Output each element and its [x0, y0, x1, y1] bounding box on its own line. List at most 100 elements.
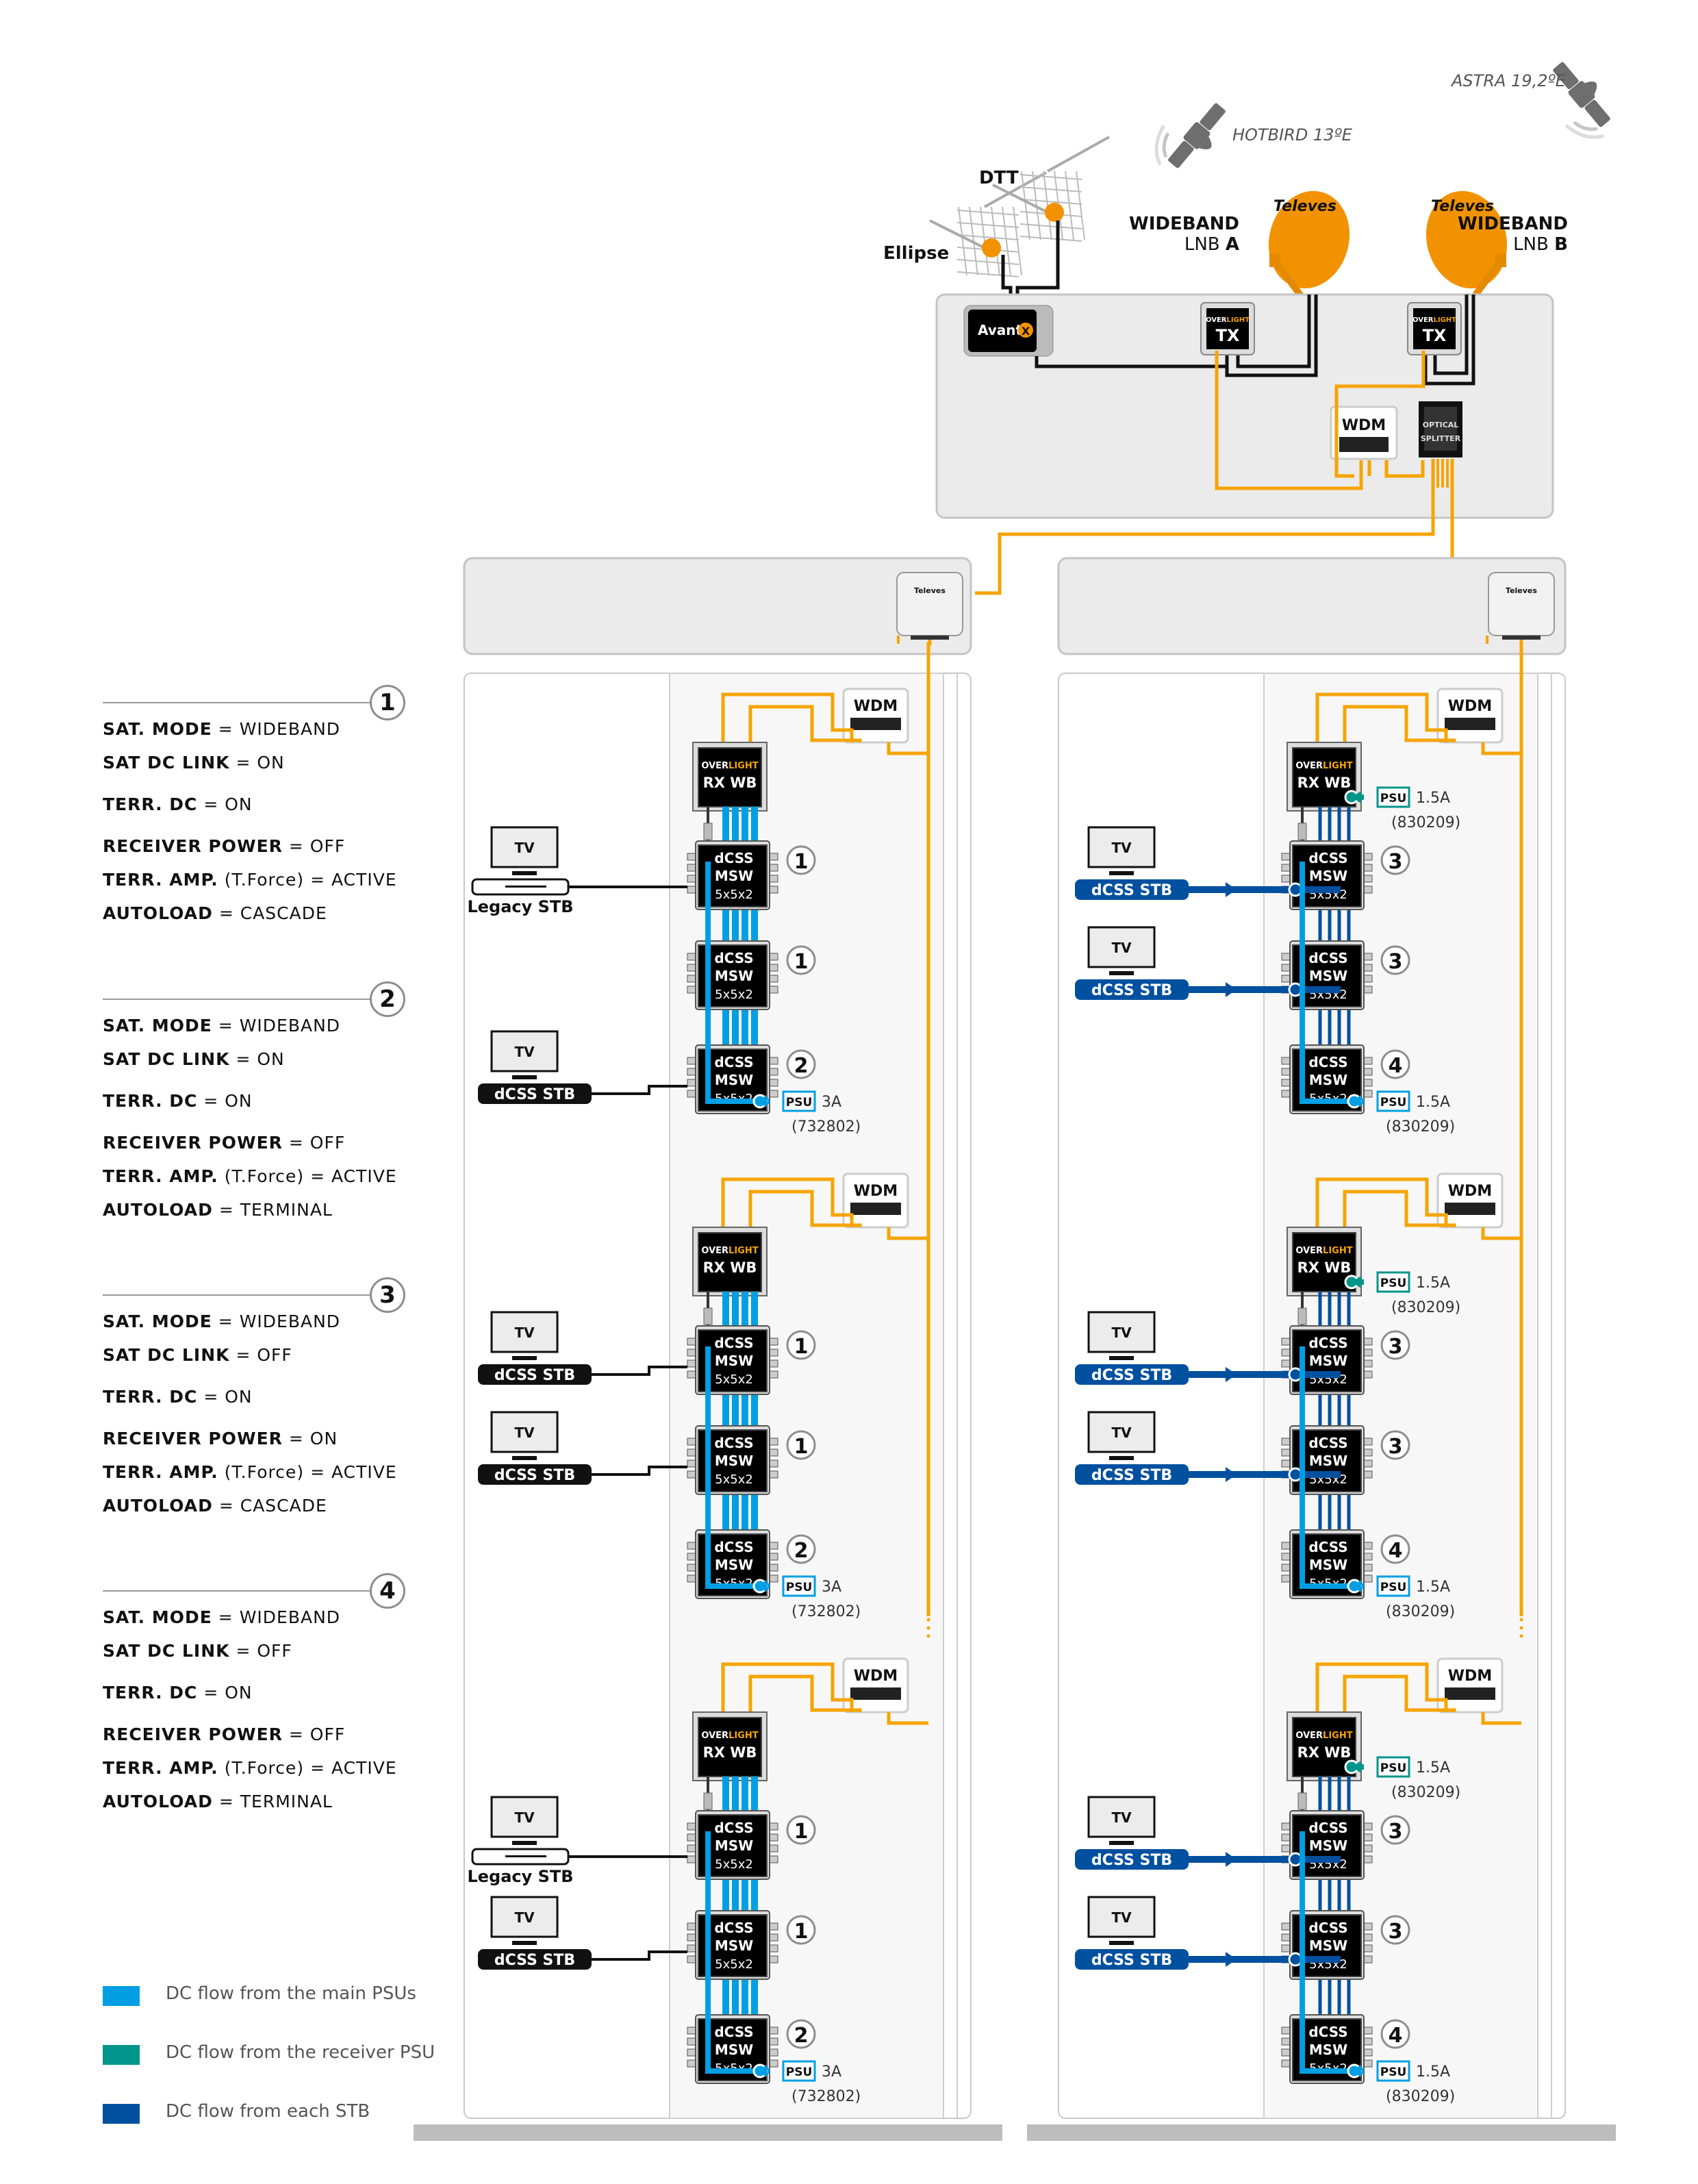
config-setting: RECEIVER POWER = OFF: [103, 1133, 345, 1153]
ground-floor-slab: [414, 2124, 1002, 2141]
switch-port: [769, 1542, 778, 1550]
coax-connector: [703, 823, 713, 840]
wdm-panel: [850, 718, 901, 730]
config-divider: [103, 1294, 370, 1296]
config-number: 1: [794, 1820, 809, 1844]
dc-arrow-icon: [1352, 791, 1361, 803]
switch-label: 5x5x2: [715, 1957, 753, 1972]
switch-port: [687, 2037, 696, 2046]
tv-screen: [1087, 1411, 1156, 1453]
equals-sign: =: [197, 794, 225, 814]
switch-port: [1281, 1933, 1291, 1942]
switch-port: [1281, 1068, 1291, 1076]
dish-lnb-label: LNB A: [1184, 234, 1239, 255]
tv-screen: [1087, 1796, 1156, 1838]
switch-label: MSW: [1309, 2042, 1347, 2058]
psu-label: PSU: [786, 2066, 813, 2079]
config-number: 3: [1389, 850, 1403, 874]
fiber-continuation-dot: [1519, 1634, 1523, 1638]
switch-port: [769, 1459, 778, 1468]
switch-port: [687, 1922, 696, 1931]
setting-key: RECEIVER POWER: [103, 1724, 283, 1744]
fiber-cable: [721, 1177, 854, 1227]
switch-label: dCSS: [1308, 1820, 1347, 1836]
coax-drop: [592, 1366, 687, 1376]
setting-key: SAT DC LINK: [103, 1641, 230, 1661]
switch-port: [1281, 1833, 1291, 1842]
splitter-label: SPLITTER: [1421, 434, 1461, 443]
ellipse-label: Ellipse: [883, 243, 949, 264]
coax-drop: [592, 1085, 687, 1095]
switch-label: MSW: [715, 1453, 753, 1469]
switch-port: [1281, 2037, 1291, 2046]
tv-screen: [490, 1411, 559, 1453]
switch-label: MSW: [1309, 1072, 1347, 1088]
config-number: 3: [1389, 950, 1403, 974]
receiver-model: RX WB: [703, 775, 757, 791]
config-number-badge: [1380, 1049, 1410, 1079]
psu-label: PSU: [1380, 1096, 1407, 1109]
tv-label: TV: [514, 1809, 535, 1826]
switch-port: [1363, 2059, 1373, 2068]
switch-label: dCSS: [1308, 1054, 1347, 1070]
tv-label: TV: [1111, 1325, 1132, 1341]
switch-port: [1363, 1370, 1373, 1379]
switch-port: [687, 875, 696, 883]
psu-reference: (732802): [791, 1603, 861, 1620]
lnb-icon: [1269, 253, 1280, 267]
fiber-riser: [926, 640, 932, 1616]
tv-stand: [512, 1356, 537, 1360]
switch-port: [1281, 1057, 1291, 1065]
switch-port: [1363, 1068, 1373, 1076]
fiber-continuation-dot: [926, 1634, 930, 1638]
switch-port: [1281, 1359, 1291, 1368]
switch-port: [769, 1553, 778, 1561]
satellite-dish-b: Televes: [1425, 190, 1508, 298]
switch-port: [1281, 1079, 1291, 1087]
config-number: 3: [1389, 1820, 1403, 1844]
equals-sign: =: [304, 870, 331, 890]
psu-label: PSU: [786, 1096, 813, 1109]
config-number-badge: [786, 1049, 816, 1079]
wdm: WDM: [842, 1657, 909, 1714]
psu-reference: (830209): [1391, 814, 1460, 831]
config-number-badge: [1380, 1915, 1410, 1945]
switch-label: MSW: [715, 868, 753, 884]
switch-port: [687, 1833, 696, 1842]
switch-port: [687, 2026, 696, 2035]
switch-port: [687, 975, 696, 983]
psu-current: 1.5A: [1416, 1759, 1450, 1777]
switch-port: [1363, 986, 1373, 994]
tv-label: TV: [514, 1424, 535, 1441]
switch-port: [769, 1090, 778, 1098]
wdm-label: WDM: [854, 1183, 898, 1200]
antenna-grid: [1019, 199, 1082, 205]
dcss-stb-box: [1075, 1849, 1189, 1870]
brand-highlight: LIGHT: [1434, 316, 1457, 324]
ground-floor-slab: [1027, 2124, 1616, 2141]
receiver-brand: OVERLIGHT: [701, 761, 758, 771]
config-number: 4: [1389, 1539, 1403, 1563]
config-setting: TERR. DC = ON: [103, 794, 253, 814]
switch-port: [769, 886, 778, 894]
switch-port: [769, 2059, 778, 2068]
dc-arrow-icon: [757, 1095, 767, 1107]
receiver-body: [698, 1717, 762, 1777]
setting-value: CASCADE: [240, 903, 327, 923]
dcss-stb-box: [478, 1364, 592, 1385]
psu-label: PSU: [1380, 1581, 1407, 1594]
tv-stand: [512, 1841, 537, 1845]
legend-swatch: [103, 2104, 140, 2124]
lnb-letter: A: [1226, 234, 1239, 255]
config-setting: TERR. AMP. (T.Force) = ACTIVE: [103, 1758, 397, 1778]
transmitter-label: TX: [1216, 326, 1240, 345]
setting-value: ACTIVE: [331, 1462, 397, 1482]
receiver-model: RX WB: [1297, 1744, 1352, 1761]
equals-sign: =: [212, 903, 240, 923]
fiber-cable: [887, 742, 928, 755]
config-setting: AUTOLOAD = CASCADE: [103, 903, 327, 923]
switch-port: [769, 1844, 778, 1853]
